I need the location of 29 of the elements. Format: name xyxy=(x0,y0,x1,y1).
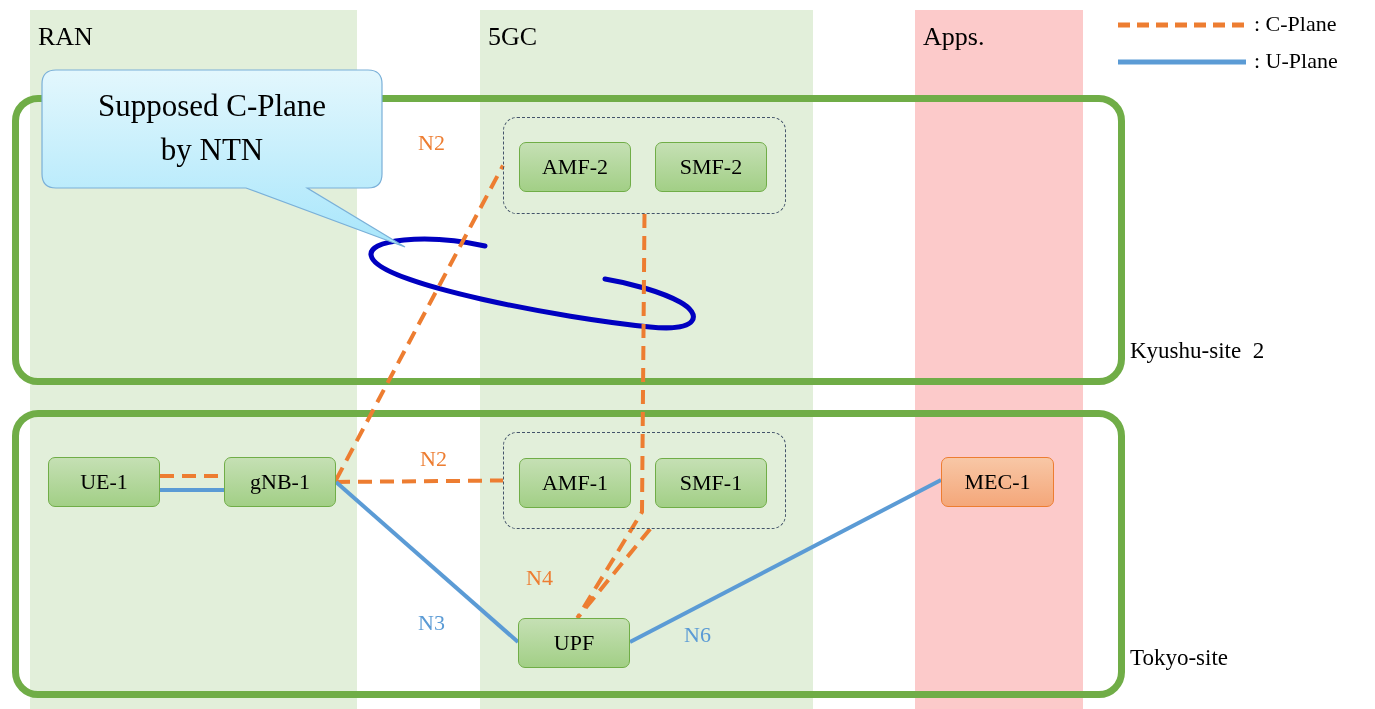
function-box: UE-1 xyxy=(48,457,160,507)
dashed-connector xyxy=(335,478,504,484)
connector xyxy=(334,480,520,644)
dashed-connector xyxy=(575,527,652,620)
edge-label: N2 xyxy=(420,446,447,472)
site-label: Tokyo-site xyxy=(1130,645,1229,671)
function-box: gNB-1 xyxy=(224,457,336,507)
function-box: AMF-2 xyxy=(519,142,631,192)
column-title: RAN xyxy=(38,22,93,52)
function-box: AMF-1 xyxy=(519,458,631,508)
dashed-group-box xyxy=(503,117,786,214)
function-box: SMF-1 xyxy=(655,458,767,508)
callout-text: Supposed C-Plane by NTN xyxy=(96,87,328,169)
site-label: Kyushu-site 2 xyxy=(1130,338,1265,364)
edge-label: N4 xyxy=(526,565,553,591)
column-title: 5GC xyxy=(488,22,538,52)
connector xyxy=(160,488,224,492)
legend-label: : U-Plane xyxy=(1254,48,1338,74)
function-box: SMF-2 xyxy=(655,142,767,192)
dashed-group-box xyxy=(503,432,786,529)
function-box: UPF xyxy=(518,618,630,668)
dashed-connector xyxy=(334,164,505,481)
edge-label: N3 xyxy=(418,610,445,636)
edge-label: N6 xyxy=(684,622,711,648)
function-box: MEC-1 xyxy=(941,457,1054,507)
column-title: Apps. xyxy=(923,22,985,52)
legend-label: : C-Plane xyxy=(1254,11,1337,37)
edge-label: N2 xyxy=(418,130,445,156)
connector xyxy=(629,478,942,644)
